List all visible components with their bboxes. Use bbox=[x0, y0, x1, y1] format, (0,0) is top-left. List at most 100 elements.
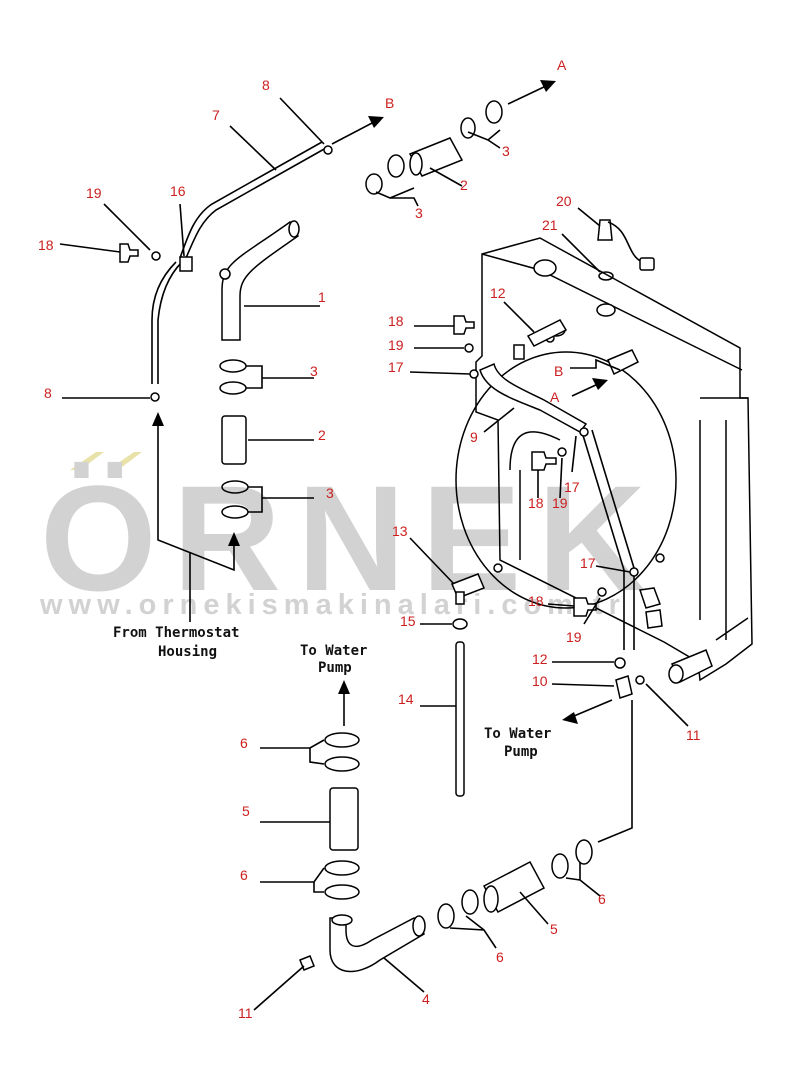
leader-6-d bbox=[565, 862, 601, 897]
callout-a-r: A bbox=[550, 389, 560, 405]
leader-3-left-a bbox=[246, 365, 314, 389]
callout-2-left: 2 bbox=[318, 427, 326, 443]
lower-hose-assembly bbox=[299, 680, 593, 973]
part-9-pipe-down bbox=[581, 431, 625, 650]
part-7-tube-inner bbox=[179, 141, 323, 259]
leader-3-left-b bbox=[248, 486, 314, 513]
callout-3-mid: 3 bbox=[415, 205, 423, 221]
callout-18-left: 18 bbox=[38, 237, 54, 253]
callout-6-b: 6 bbox=[240, 867, 248, 883]
callout-5-a: 5 bbox=[242, 803, 250, 819]
part-3-clamp-mid-a bbox=[365, 173, 383, 195]
arrow-to-pump-right-head bbox=[562, 712, 578, 724]
callout-b-r: B bbox=[554, 363, 563, 379]
callout-8-left: 8 bbox=[44, 385, 52, 401]
part-16-clip bbox=[179, 256, 193, 272]
part-20-sensor bbox=[597, 219, 613, 241]
part-18-bolt-left bbox=[119, 243, 139, 263]
radiator-bolt-a bbox=[655, 553, 665, 563]
part-15-nut bbox=[452, 618, 468, 630]
callout-2-top: 2 bbox=[460, 177, 468, 193]
callout-18-mid: 18 bbox=[528, 495, 544, 511]
radiator-mount-foot bbox=[645, 609, 663, 629]
leader-4 bbox=[383, 957, 425, 993]
radiator-bolt-b bbox=[493, 563, 503, 573]
part-7-tube bbox=[185, 147, 327, 259]
callout-12-top: 12 bbox=[490, 285, 506, 301]
callout-7: 7 bbox=[212, 107, 220, 123]
part-6-clamp-c bbox=[324, 860, 360, 876]
callout-6-c: 6 bbox=[496, 949, 504, 965]
arrow-a-right-line bbox=[571, 383, 599, 397]
to-pump-arrow-left bbox=[338, 680, 350, 694]
watermark: ÖRNEK www.ornekismakinalari.com.tr bbox=[39, 452, 646, 622]
callout-18-r1: 18 bbox=[388, 313, 404, 329]
callout-17-r1: 17 bbox=[388, 359, 404, 375]
arrow-a-top-head bbox=[540, 80, 556, 92]
callout-11-right: 11 bbox=[686, 727, 701, 743]
leader-3-mid bbox=[375, 187, 419, 207]
part-8-nut-left bbox=[150, 392, 160, 402]
arrow-b-top-line bbox=[331, 121, 375, 145]
part-17-clamp-r1 bbox=[469, 369, 479, 379]
leader-18-left bbox=[59, 243, 121, 253]
radiator-bracket-top bbox=[513, 344, 525, 360]
thermostat-flow-arrow-left bbox=[152, 412, 164, 426]
part-3-clamp-left-b bbox=[219, 381, 247, 395]
leader-11-right bbox=[645, 683, 689, 727]
part-19-washer-r1 bbox=[464, 343, 474, 353]
watermark-accent-right bbox=[108, 452, 142, 470]
leader-19-mid bbox=[559, 457, 563, 499]
radiator-side-panel bbox=[699, 397, 749, 641]
leader-21 bbox=[561, 233, 601, 273]
part-20-connector bbox=[639, 257, 655, 271]
part-6-clamp-b bbox=[324, 756, 360, 772]
callout-numbers: 20 21 A B 8 7 3 2 3 19 16 18 1 3 2 3 8 1… bbox=[38, 57, 701, 1021]
part-18-bolt-mid bbox=[531, 451, 557, 471]
part-6-clamp-g bbox=[551, 853, 569, 879]
flow-arrows bbox=[331, 80, 621, 724]
leader-2-top bbox=[429, 167, 463, 187]
callout-16: 16 bbox=[170, 183, 186, 199]
leader-7 bbox=[229, 125, 277, 171]
part-21-oring bbox=[598, 271, 614, 281]
leader-17-r2 bbox=[571, 435, 577, 473]
leader-10 bbox=[551, 683, 615, 687]
part-7-lower-inner bbox=[151, 261, 177, 384]
leader-20 bbox=[577, 207, 601, 227]
fan-shroud-inner bbox=[509, 431, 561, 560]
leader-13 bbox=[409, 537, 455, 585]
callout-6-d: 6 bbox=[598, 891, 606, 907]
part-18-bolt-r1 bbox=[453, 315, 475, 335]
leader-3-top bbox=[467, 129, 501, 149]
part-13-valve-stem bbox=[455, 591, 465, 605]
leader-6-b bbox=[260, 867, 325, 893]
part-17-clamp-r3 bbox=[629, 567, 639, 577]
part-11-plug-right bbox=[635, 675, 645, 685]
callout-19-r2: 19 bbox=[566, 629, 582, 645]
part-6-clamp-h bbox=[575, 839, 593, 865]
watermark-accent-left bbox=[70, 452, 104, 470]
part-4-elbow-pipe bbox=[329, 917, 426, 973]
part-14-drain-tube bbox=[455, 641, 465, 797]
part-4-pipe-side-end bbox=[412, 915, 426, 937]
callout-17-r2: 17 bbox=[564, 479, 580, 495]
radiator-outlet-end bbox=[668, 664, 684, 684]
part-8-nut-top bbox=[323, 145, 333, 155]
callout-19-left: 19 bbox=[86, 185, 102, 201]
radiator-filler-port bbox=[596, 303, 616, 317]
arrow-b-top-head bbox=[368, 116, 384, 128]
label-to-water-pump-left-line1: To Water bbox=[300, 643, 367, 659]
label-from-thermostat-line2: Housing bbox=[158, 644, 217, 660]
part-3-clamp-top-a bbox=[460, 117, 476, 139]
callout-15: 15 bbox=[400, 613, 416, 629]
radiator-mount-block bbox=[639, 587, 661, 609]
thermostat-flow-line bbox=[157, 416, 235, 572]
callout-21: 21 bbox=[542, 217, 558, 233]
part-7-lower bbox=[157, 261, 183, 384]
callout-8-top: 8 bbox=[262, 77, 270, 93]
arrow-a-right-head bbox=[592, 378, 608, 390]
part-18-bolt-r2 bbox=[573, 597, 597, 617]
leader-9 bbox=[483, 407, 515, 433]
